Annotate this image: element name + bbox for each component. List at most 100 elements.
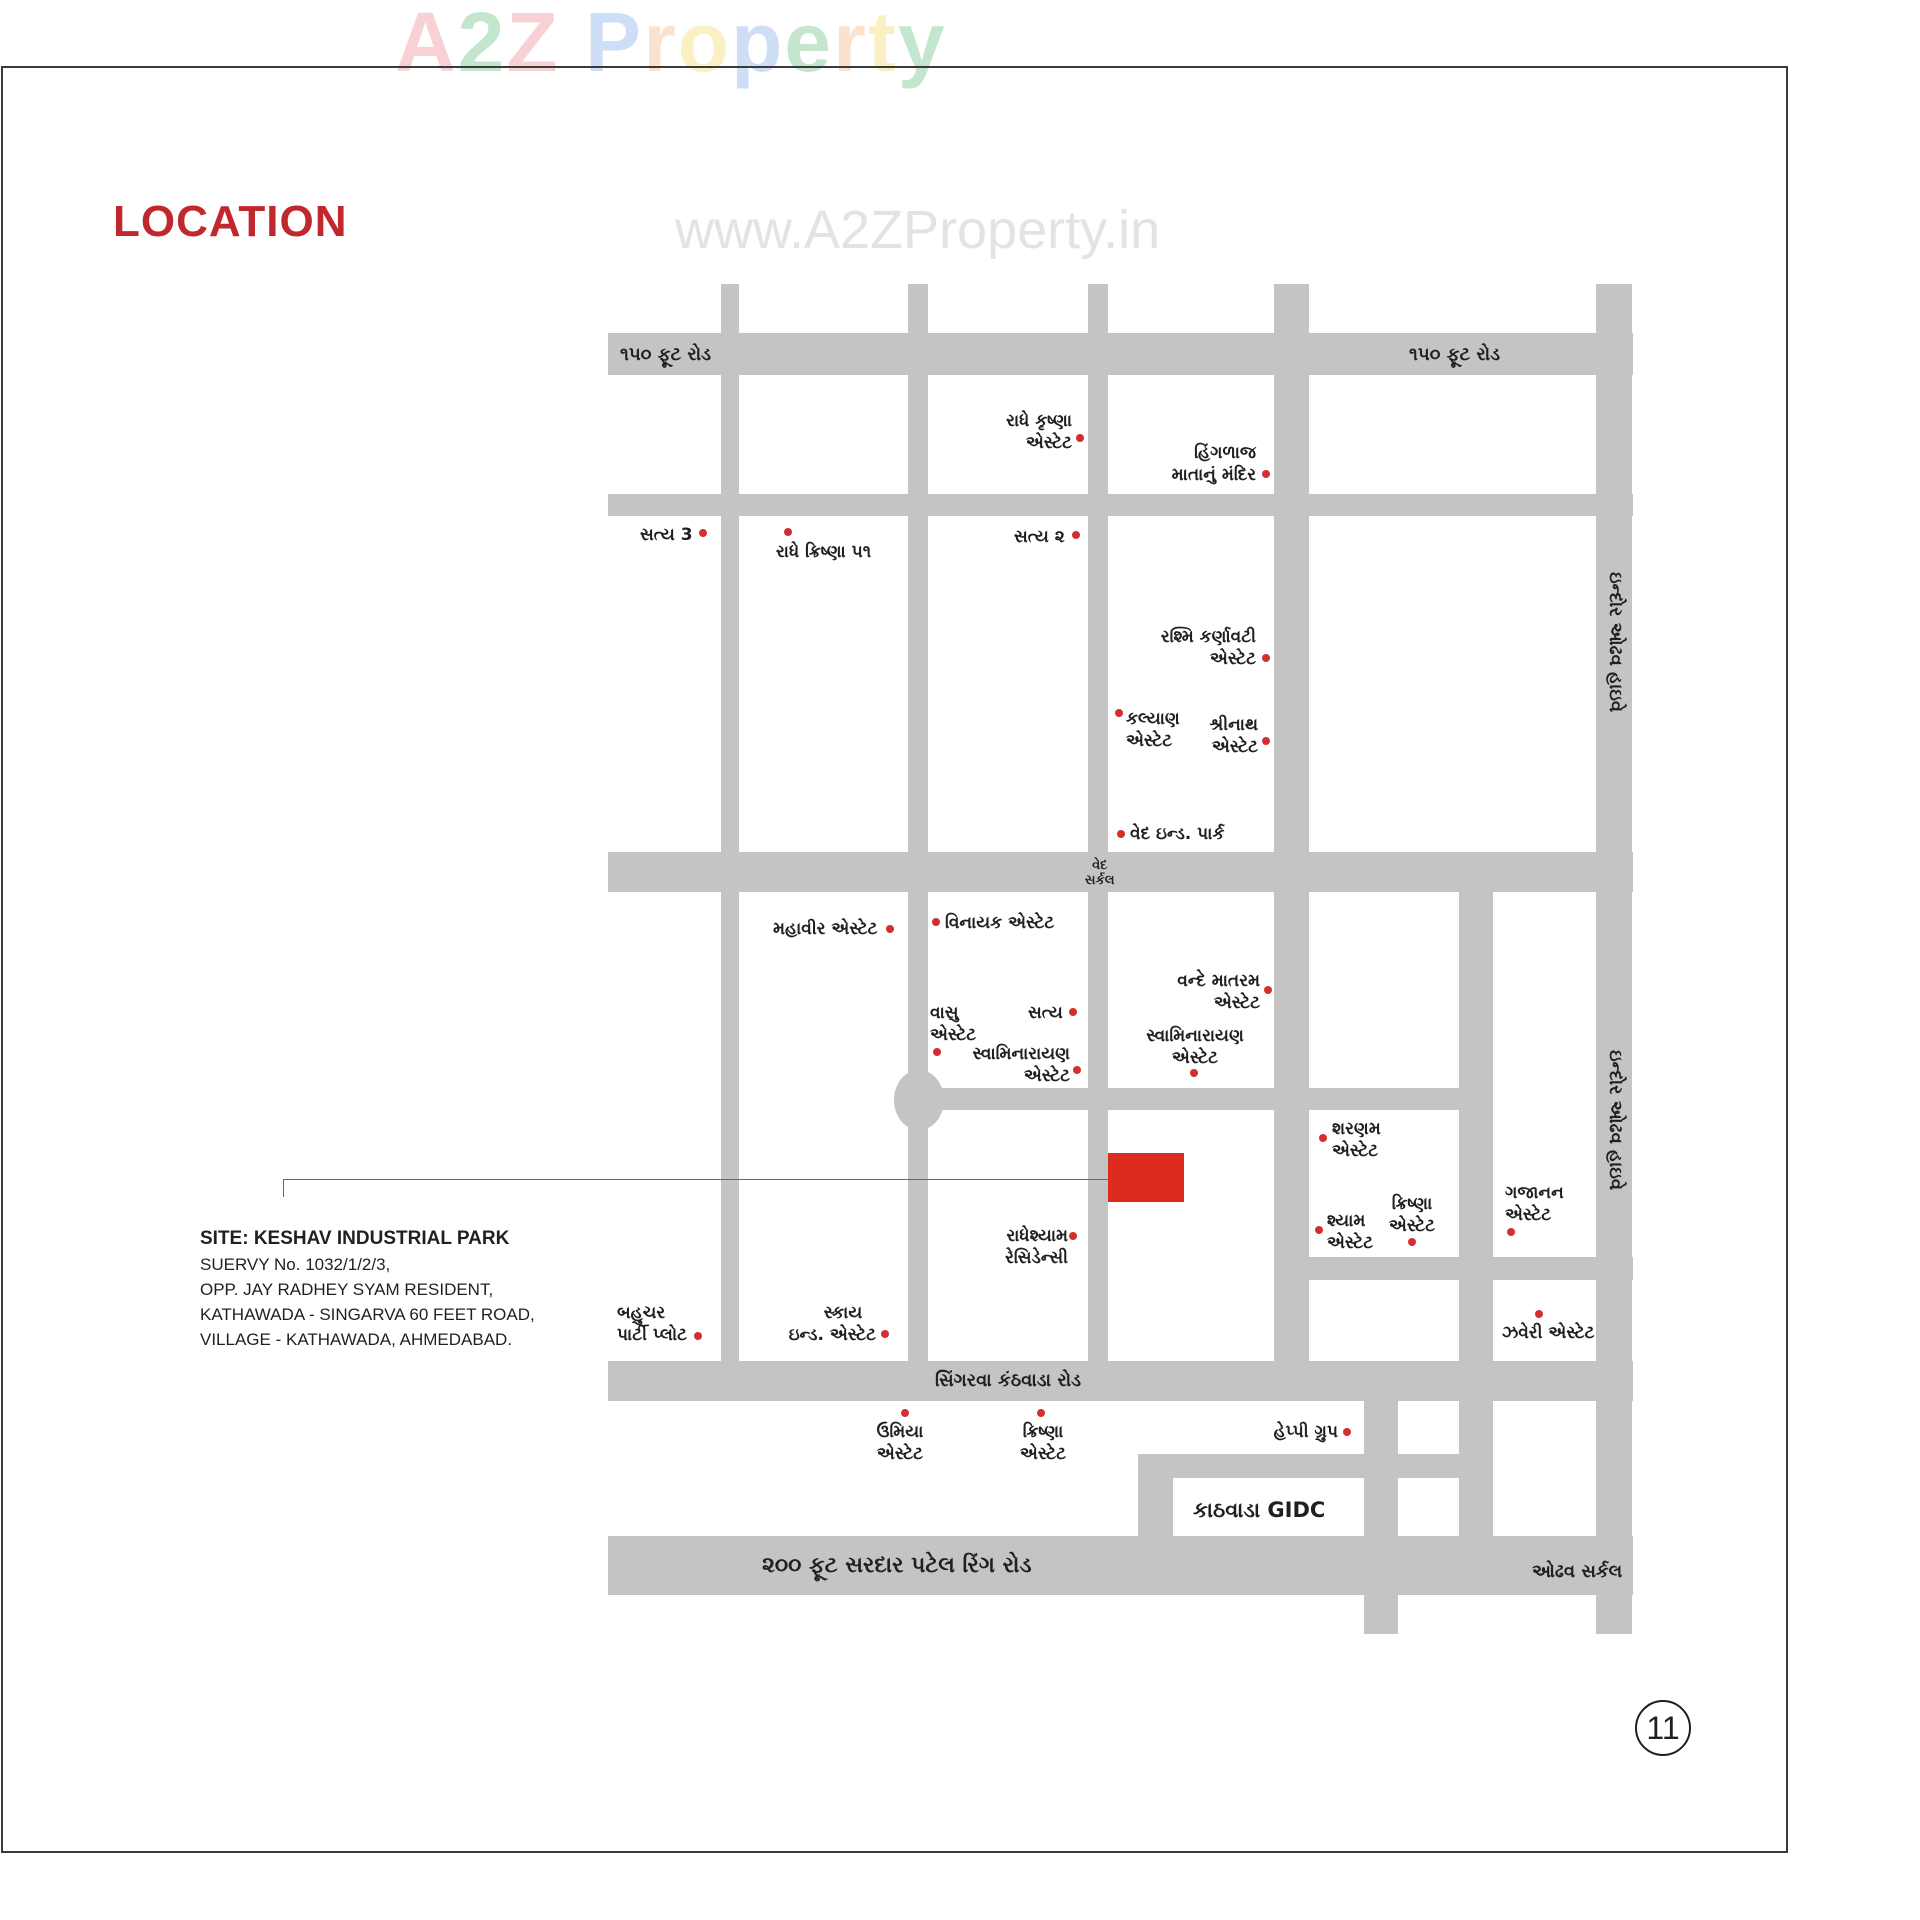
place-hingalaj-mandir[interactable]: હિંગળાજ માતાનું મંદિર [1150, 442, 1256, 486]
watermark-letter: o [677, 0, 732, 89]
place-dot [1069, 1008, 1077, 1016]
place-line: રેસિડેન્સી [1005, 1248, 1068, 1268]
place-swaminarayan-estate-2[interactable]: સ્વામિનારાયણ એસ્ટેટ [1135, 1025, 1255, 1069]
place-dot [932, 918, 940, 926]
watermark-letter: p [731, 0, 785, 89]
place-dot [1535, 1310, 1543, 1318]
site-marker[interactable] [1108, 1153, 1184, 1202]
place-line: ઝવેરી એસ્ટેટ [1502, 1323, 1595, 1343]
place-rashmi-karnavati[interactable]: રશ્મિ કર્ણાવટી એસ્ટેટ [1140, 626, 1256, 670]
place-gajanan-estate[interactable]: ગજાનન એસ્ટેટ [1505, 1182, 1564, 1226]
place-line: વાસુ [930, 1003, 959, 1023]
place-satya-2[interactable]: સત્ય ૨ [1014, 526, 1065, 548]
place-shrinath-estate[interactable]: શ્રીનાથ એસ્ટેટ [1196, 714, 1258, 758]
place-bahuchar-party-plot[interactable]: બહુચર પાર્ટી પ્લોટ [617, 1302, 687, 1346]
place-line: વેદ ઇન્ડ. પાર્ક [1130, 824, 1225, 844]
place-krishna-estate-south[interactable]: ક્રિષ્ણા એસ્ટેટ [1005, 1421, 1081, 1465]
place-dot [1117, 830, 1125, 838]
place-line: એસ્ટેટ [876, 1444, 924, 1464]
place-line: એસ્ટેટ [1213, 993, 1260, 1013]
road-gidc [1138, 1454, 1493, 1478]
place-radheshyam-residency[interactable]: રાધેશ્યામ રેસિડેન્સી [990, 1225, 1068, 1269]
watermark-letter: A [395, 0, 458, 89]
place-line: શ્યામ [1327, 1211, 1366, 1231]
road-label-ved-circle: વેદ સર્કલ [1085, 858, 1115, 888]
place-line: રાધે કૃષ્ણા [1006, 411, 1072, 431]
place-dot [881, 1330, 889, 1338]
place-dot [1072, 531, 1080, 539]
place-line: એસ્ટેટ [1025, 433, 1072, 453]
place-dot [1190, 1069, 1198, 1077]
place-line: સત્ય 3 [640, 525, 693, 545]
roundabout [894, 1070, 944, 1130]
a2z-property-watermark-url: www.A2ZProperty.in [675, 200, 1161, 260]
place-satya-3[interactable]: સત્ય 3 [640, 524, 693, 546]
place-swaminarayan-estate-1[interactable]: સ્વામિનારાયણ એસ્ટેટ [955, 1043, 1070, 1087]
place-dot [933, 1048, 941, 1056]
place-line: હિંગળાજ [1194, 443, 1256, 463]
place-line: બહુચર [617, 1303, 666, 1323]
place-line: સ્કાય [823, 1303, 863, 1323]
road-gidc-west [1138, 1454, 1173, 1554]
road-vertical-1 [721, 284, 739, 1401]
address-line: SUERVY No. 1032/1/2/3, [200, 1255, 391, 1274]
place-line: ઉમિયા [876, 1422, 924, 1442]
kathwada-gidc-label: કાઠવાડા GIDC [1193, 1498, 1326, 1522]
place-line: એસ્ટેટ [1505, 1205, 1552, 1225]
place-line: વિનાયક એસ્ટેટ [945, 913, 1055, 933]
place-line: એસ્ટેટ [1332, 1141, 1379, 1161]
place-line: ઇન્ડ. એસ્ટેટ [788, 1325, 876, 1345]
place-mahavir-estate[interactable]: મહાવીર એસ્ટેટ [773, 918, 878, 940]
road-label-highway-lower: ઇન્દોર ઓઢવ હાઇવે [1605, 1050, 1626, 1191]
watermark-letter: r [833, 0, 868, 89]
place-dot [1262, 470, 1270, 478]
watermark-letter: P [585, 0, 644, 89]
place-radhe-krishna-estate[interactable]: રાધે કૃષ્ણા એસ્ટેટ [990, 410, 1072, 454]
place-radhe-krishna-51[interactable]: રાધે ક્રિષ્ણા ૫૧ [776, 541, 871, 563]
place-line: એસ્ટેટ [1171, 1048, 1219, 1068]
road-label-150ft-right: ૧૫૦ ફૂટ રોડ [1409, 344, 1501, 365]
place-zaveri-estate[interactable]: ઝવેરી એસ્ટેટ [1502, 1322, 1595, 1344]
place-happy-group[interactable]: હેપ્પી ગ્રુપ [1240, 1421, 1338, 1443]
page-frame [1, 66, 1788, 1853]
site-address-block: SITE: KESHAV INDUSTRIAL PARK SUERVY No. … [200, 1226, 535, 1352]
place-vasu-estate[interactable]: વાસુ એસ્ટેટ [930, 1002, 976, 1046]
address-line: KATHAWADA - SINGARVA 60 FEET ROAD, [200, 1305, 535, 1324]
place-line: શરણમ [1332, 1119, 1381, 1139]
place-dot [1073, 1066, 1081, 1074]
place-dot [784, 528, 792, 536]
place-umiya-estate[interactable]: ઉમિયા એસ્ટેટ [862, 1421, 938, 1465]
place-dot [1319, 1134, 1327, 1142]
road-indore-odhav-highway [1596, 284, 1632, 1634]
road-label-singarva: સિંગરવા કંઠવાડા રોડ [935, 1370, 1082, 1391]
road-150ft [608, 333, 1633, 375]
address-line: VILLAGE - KATHAWADA, AHMEDABAD. [200, 1330, 513, 1349]
place-line: સ્વામિનારાયણ [1146, 1026, 1244, 1046]
place-line: સત્ય [1028, 1003, 1063, 1023]
place-dot [694, 1332, 702, 1340]
place-line: ક્રિષ્ણા [1391, 1194, 1433, 1214]
place-vinayak-estate[interactable]: વિનાયક એસ્ટેટ [945, 912, 1054, 934]
road-second-horizontal [608, 494, 1633, 516]
place-kalyan-estate[interactable]: કલ્યાણ એસ્ટેટ [1126, 708, 1180, 752]
road-label-highway-upper: ઇન્દોર ઓઢવ હાઇવે [1605, 572, 1626, 713]
place-krishna-estate-east[interactable]: ક્રિષ્ણા એસ્ટેટ [1380, 1193, 1444, 1237]
place-shyam-estate[interactable]: શ્યામ એસ્ટેટ [1327, 1210, 1373, 1254]
place-dot [1315, 1226, 1323, 1234]
watermark-letter: e [784, 0, 834, 89]
place-ved-ind-park[interactable]: વેદ ઇન્ડ. પાર્ક [1130, 823, 1224, 845]
place-dot [1069, 1232, 1077, 1240]
road-vertical-6 [1364, 1361, 1398, 1634]
place-line: વન્દે માતરમ [1177, 971, 1260, 991]
place-line: એસ્ટેટ [1126, 731, 1173, 751]
place-dot [1262, 654, 1270, 662]
road-label-ring-road: ૨૦૦ ફૂટ સરદાર પટેલ રિંગ રોડ [762, 1553, 1032, 1578]
place-line: એસ્ટેટ [1211, 737, 1258, 757]
place-dot [1408, 1238, 1416, 1246]
place-dot [901, 1409, 909, 1417]
place-sky-ind-estate[interactable]: સ્કાય ઇન્ડ. એસ્ટેટ [780, 1302, 876, 1346]
place-vande-mataram-estate[interactable]: વન્દે માતરમ એસ્ટેટ [1160, 970, 1260, 1014]
place-satya[interactable]: સત્ય [1028, 1002, 1063, 1024]
place-line: એસ્ટેટ [1019, 1444, 1067, 1464]
place-sharanam-estate[interactable]: શરણમ એસ્ટેટ [1332, 1118, 1381, 1162]
